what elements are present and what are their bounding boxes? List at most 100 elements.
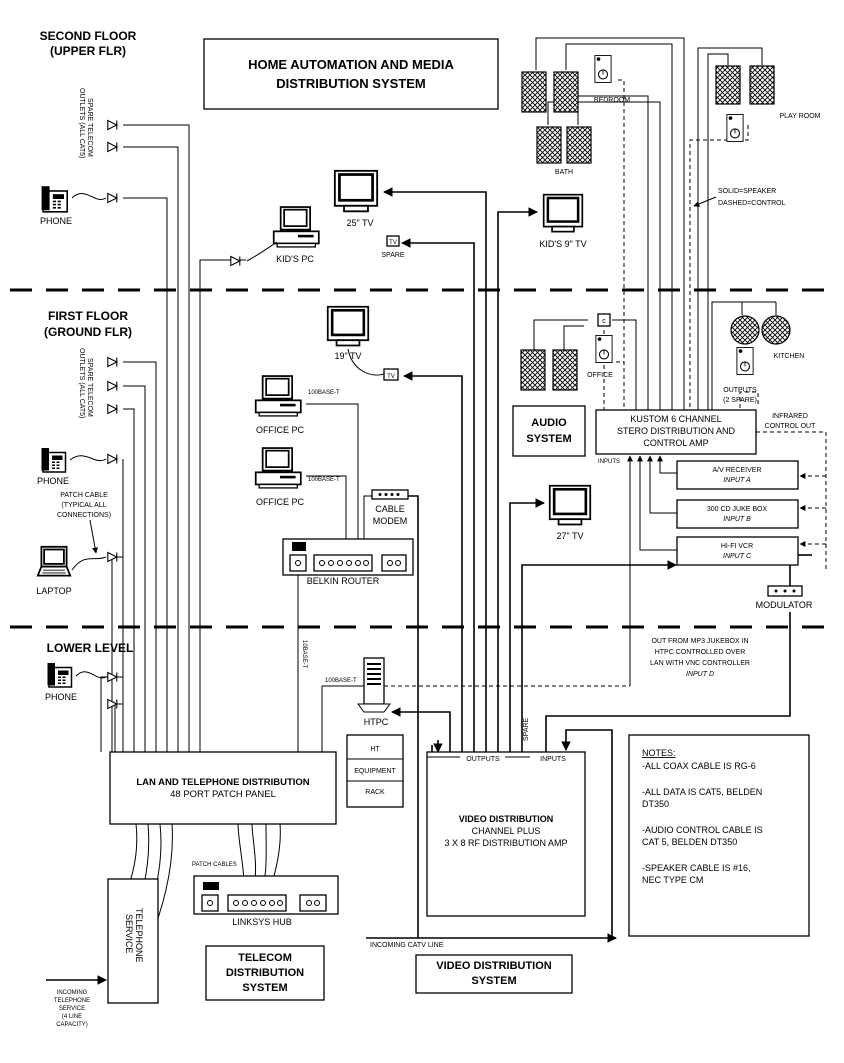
office-speaker-right — [552, 349, 578, 391]
bath-speaker-left — [536, 126, 562, 164]
tv-19-jack — [383, 368, 399, 381]
spare-jack-3 — [107, 356, 118, 368]
incoming-tel-label-5: CAPACITY) — [56, 1022, 88, 1028]
phone-icon-1f — [40, 447, 67, 473]
outputs-label-2: (2 SPARE) — [723, 397, 757, 404]
video-dist-label-3: 3 X 8 RF DISTRIBUTION AMP — [444, 838, 567, 848]
video-sys-label-2: SYSTEM — [471, 975, 516, 987]
phone-jack-2f — [107, 192, 118, 204]
tv-27-icon — [548, 484, 592, 526]
ht-equipment-rack — [346, 734, 404, 808]
kitchen-speaker-left — [730, 315, 760, 345]
telecom-dist-label-3: SYSTEM — [242, 982, 287, 994]
video-inputs-label: INPUTS — [540, 756, 566, 763]
phone-icon-ll — [46, 662, 73, 688]
telecom-dist-caption-box — [205, 945, 325, 1001]
spare-jack-5 — [107, 403, 118, 415]
bath-label: BATH — [555, 169, 573, 176]
linksys-hub-label: LINKSYS HUB — [232, 917, 292, 927]
legend-line-2: DASHED=CONTROL — [718, 200, 786, 207]
av-receiver-box — [676, 460, 799, 490]
tv-25-icon — [333, 169, 379, 213]
tv-19-icon — [326, 305, 370, 347]
cable-modem-label-1: CABLE — [375, 504, 405, 514]
jukebox-box — [676, 499, 799, 529]
amp-label-2: STERO DISTRIBUTION AND — [617, 426, 736, 436]
kids-tv-icon — [542, 193, 584, 234]
patch-cable-label-2: (TYPICAL ALL — [61, 502, 106, 509]
phone-label-2f: PHONE — [40, 216, 72, 226]
note-2a: -ALL DATA IS CAT5, BELDEN — [642, 787, 762, 797]
playroom-speaker-left — [715, 65, 741, 105]
kids-pc-icon — [272, 206, 320, 248]
note-2b: DT350 — [642, 799, 669, 809]
outputs-label-1: OUTPUTS — [723, 387, 757, 394]
phone-jack-1f — [107, 453, 118, 465]
infrared-label-1: INFRARED — [772, 413, 808, 420]
incoming-tel-label-4: (4 LINE — [62, 1014, 82, 1020]
office-volume-control — [597, 313, 611, 327]
notes-title: NOTES: — [642, 748, 676, 758]
office-pc-2-icon — [254, 447, 302, 489]
jukebox-label: 300 CD JUKE BOX — [707, 506, 768, 513]
patch-cable-label-3: CONNECTIONS) — [57, 512, 111, 519]
kids-pc-label: KID'S PC — [276, 254, 314, 264]
kitchen-label: KITCHEN — [774, 353, 805, 360]
note-3a: -AUDIO CONTROL CABLE IS — [642, 825, 763, 835]
telephone-service-label-2: SERVICE — [124, 914, 134, 953]
hifi-vcr-label: HI-FI VCR — [721, 543, 753, 550]
spare-outlets-label-4: OUTLETS (ALL CAT5) — [78, 348, 85, 418]
phone-icon-2f — [40, 185, 68, 213]
lan-dist-label-1: LAN AND TELEPHONE DISTRIBUTION — [136, 777, 309, 788]
office-speaker-left — [520, 349, 546, 391]
office-control-icon — [595, 334, 613, 364]
av-receiver-label: A/V RECEIVER — [712, 467, 761, 474]
bedroom-label: BEDROOM — [594, 97, 630, 104]
laptop-label: LAPTOP — [36, 586, 71, 596]
amp-label-1: KUSTOM 6 CHANNEL — [630, 414, 721, 424]
rack-label: RACK — [365, 789, 385, 796]
bath-speaker-right — [566, 126, 592, 164]
note-1: -ALL COAX CABLE IS RG-6 — [642, 761, 756, 771]
telecom-dist-label-2: DISTRIBUTION — [226, 967, 304, 979]
spare-jack-1 — [107, 119, 118, 131]
lower-level-label: LOWER LEVEL — [47, 641, 134, 655]
incoming-tel-label-1: INCOMING — [57, 990, 88, 996]
second-floor-label: SECOND FLOOR — [40, 29, 137, 43]
infrared-label-2: CONTROL OUT — [765, 423, 816, 430]
input-c-label: INPUT C — [723, 553, 752, 560]
incoming-tel-label-3: SERVICE — [59, 1006, 85, 1012]
spare-tv-jack — [386, 235, 400, 247]
amp-label-3: CONTROL AMP — [643, 438, 708, 448]
playroom-speaker-right — [749, 65, 775, 105]
audio-system-label-2: SYSTEM — [526, 433, 571, 445]
video-dist-label-1: VIDEO DISTRIBUTION — [459, 814, 554, 824]
phone-label-1f: PHONE — [37, 476, 69, 486]
video-distribution-amp — [426, 751, 586, 917]
kids-tv-label: KID'S 9" TV — [539, 239, 586, 249]
audio-system-caption-box — [512, 405, 586, 457]
modulator-label: MODULATOR — [756, 600, 813, 610]
incoming-catv-label: INCOMING CATV LINE — [370, 942, 444, 949]
playroom-control-icon — [726, 113, 744, 143]
input-a-label: INPUT A — [723, 477, 751, 484]
kitchen-control-icon — [736, 346, 754, 376]
video-outputs-label: OUTPUTS — [466, 756, 500, 763]
bedroom-control-icon — [594, 54, 612, 84]
kitchen-speaker-right — [761, 315, 791, 345]
control-wires — [603, 79, 759, 410]
mp3-label-2: HTPC CONTROLLED OVER — [655, 649, 746, 656]
input-d-label: INPUT D — [686, 671, 714, 678]
first-floor-label: FIRST FLOOR — [48, 309, 128, 323]
tv-25-label: 25" TV — [346, 218, 373, 228]
spare-outlets-label-3: SPARE TELECOM — [86, 358, 93, 417]
amp-inputs-label: INPUTS — [598, 459, 620, 465]
legend-line-1: SOLID=SPEAKER — [718, 188, 776, 195]
spare-label: SPARE — [381, 252, 405, 259]
audio-system-label-1: AUDIO — [531, 417, 567, 429]
kids-pc-jack — [230, 255, 241, 267]
hifi-vcr-box — [676, 536, 799, 566]
spare-outlets-label-1: SPARE TELECOM — [86, 98, 93, 157]
telephone-service-label-1: TELEPHONE — [134, 908, 144, 963]
